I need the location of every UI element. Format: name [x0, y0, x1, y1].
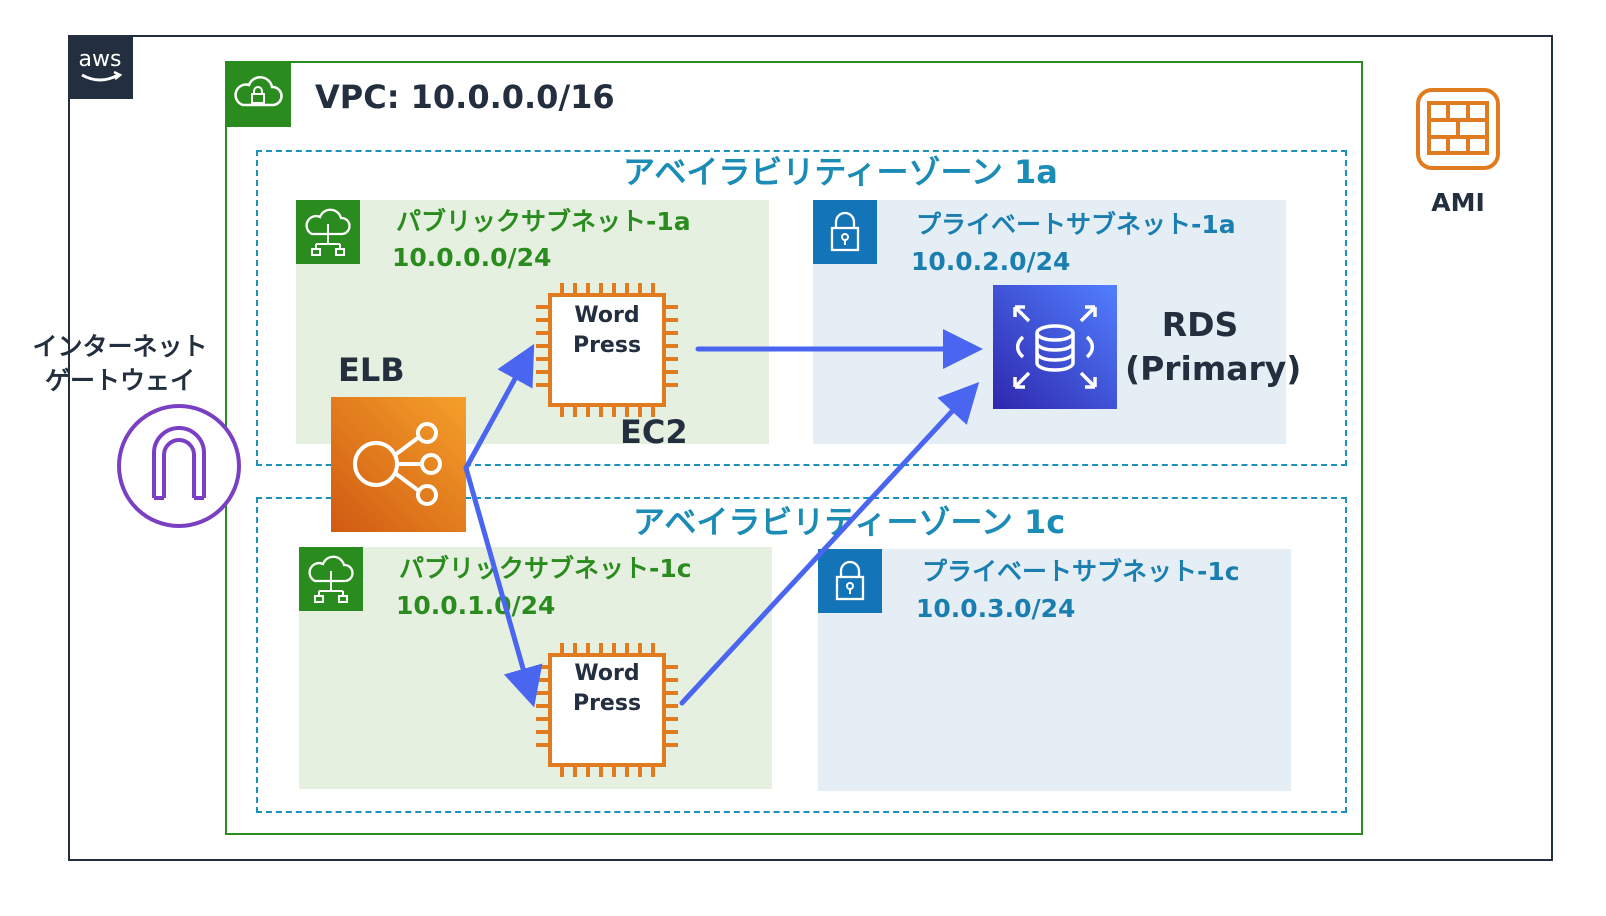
- igw-label: インターネット ゲートウェイ: [20, 330, 220, 398]
- internet-gateway-icon: [116, 403, 242, 529]
- aws-logo-text: aws: [79, 47, 122, 72]
- rds-label-line2: (Primary): [1125, 349, 1302, 388]
- availability-zone-1a: [256, 150, 1347, 466]
- igw-label-line1: インターネット: [32, 332, 208, 361]
- vpc-lock-cloud-icon: [225, 61, 291, 127]
- public-subnet-1c-cidr: 10.0.1.0/24: [396, 591, 556, 620]
- igw-label-line2: ゲートウェイ: [44, 366, 195, 395]
- public-subnet-1a-name: パブリックサブネット-1a: [396, 207, 691, 236]
- ami-icon: [1415, 87, 1501, 171]
- ec2-instance-1a-chip-icon: [532, 283, 682, 417]
- arrow-elb-to-ec2-1a: [463, 343, 535, 471]
- private-subnet-lock-icon: [818, 549, 882, 613]
- rds-label: RDS (Primary): [1125, 303, 1302, 391]
- ec2-1c-label: Word Press: [552, 659, 662, 719]
- elb-label: ELB: [338, 351, 405, 389]
- ec2-instance-1c-chip-icon: [532, 643, 682, 777]
- ec2-1a-label: Word Press: [552, 301, 662, 361]
- private-subnet-1c: [818, 549, 1291, 791]
- vpc-label: VPC: 10.0.0.0/16: [315, 78, 615, 116]
- ec2-1a-line1: Word: [574, 303, 640, 328]
- aws-cloud-boundary: [68, 35, 1553, 861]
- arrow-elb-to-ec2-1c: [463, 465, 543, 708]
- ami-label: AMI: [1431, 188, 1485, 217]
- availability-zone-1c: [256, 497, 1347, 813]
- public-subnet-icon: [296, 200, 360, 264]
- private-subnet-1a-cidr: 10.0.2.0/24: [911, 247, 1071, 276]
- az-1a-label: アベイラビリティーゾーン 1a: [623, 153, 1058, 191]
- public-subnet-1c-name: パブリックサブネット-1c: [399, 554, 692, 583]
- ec2-1c-line2: Press: [572, 691, 642, 716]
- private-subnet-lock-icon: [813, 200, 877, 264]
- private-subnet-1c-name: プライベートサブネット-1c: [922, 557, 1240, 586]
- public-subnet-1a-cidr: 10.0.0.0/24: [392, 243, 552, 272]
- arrow-ec2-1c-to-rds: [679, 381, 980, 706]
- ec2-label: EC2: [620, 413, 688, 451]
- ec2-1a-line2: Press: [572, 333, 642, 358]
- aws-logo-icon: aws: [68, 35, 133, 99]
- rds-label-line1: RDS: [1161, 305, 1239, 344]
- elb-load-balancer-icon: [331, 397, 466, 532]
- rds-database-icon: [993, 285, 1117, 409]
- ec2-1c-line1: Word: [574, 661, 640, 686]
- private-subnet-1a-name: プライベートサブネット-1a: [916, 210, 1236, 239]
- private-subnet-1c-cidr: 10.0.3.0/24: [916, 594, 1076, 623]
- public-subnet-icon: [299, 547, 363, 611]
